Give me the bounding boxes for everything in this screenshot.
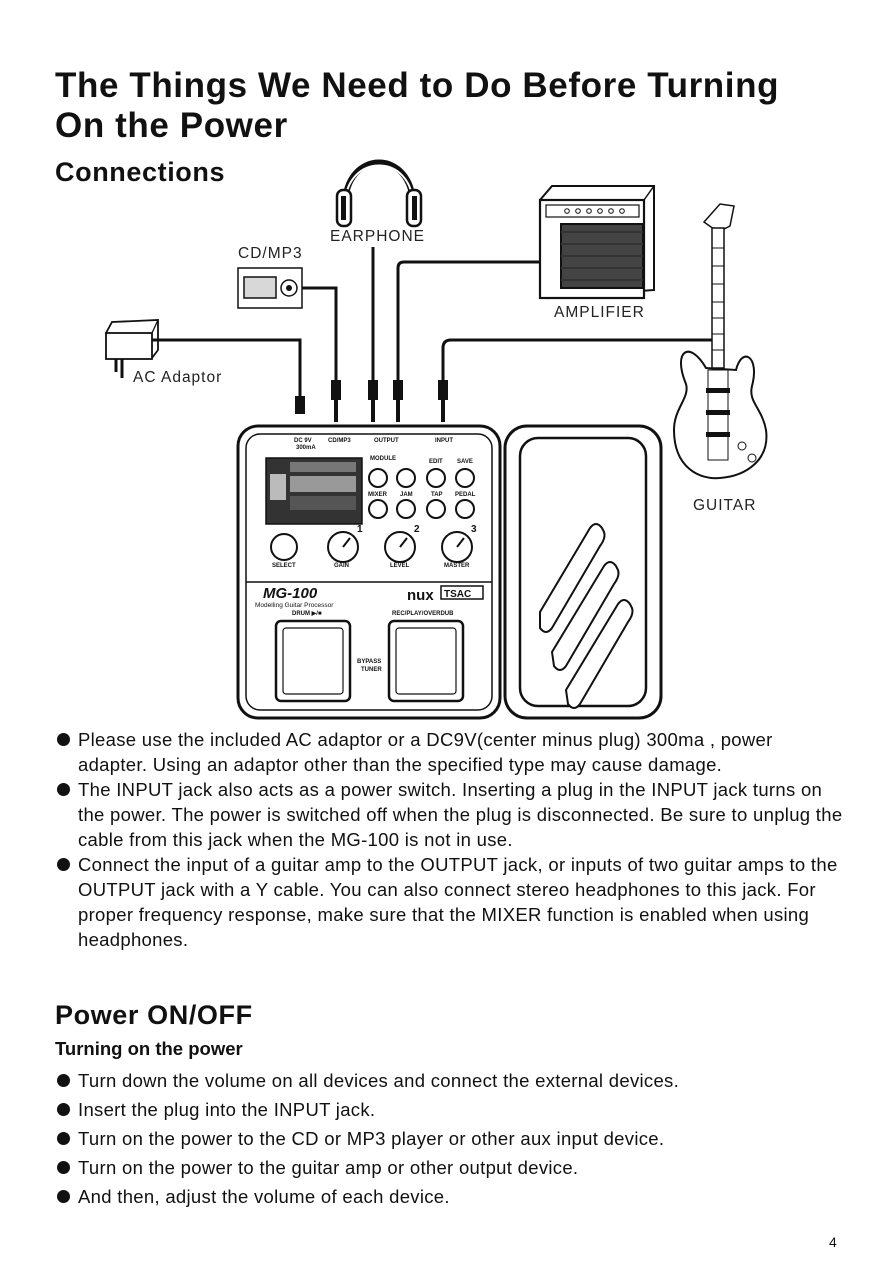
ac-adaptor-icon (104, 319, 159, 378)
list-item: Please use the included AC adaptor or a … (55, 727, 845, 777)
connection-diagram: EARPHONE CD/MP3 AMPLIFIER AC Adaptor (0, 140, 881, 730)
expression-pedal (503, 424, 663, 720)
knob-number-2: 2 (414, 524, 420, 535)
jack-input-label: INPUT (435, 438, 453, 444)
tap-button[interactable] (426, 499, 446, 519)
mixer-button[interactable] (368, 499, 388, 519)
left-footswitch[interactable] (274, 619, 352, 703)
amplifier-label: AMPLIFIER (554, 304, 645, 321)
knob-number-1: 1 (357, 524, 363, 535)
rec-label: REC/PLAY/OVERDUB (392, 611, 454, 617)
page-title: The Things We Need to Do Before Turning … (55, 66, 780, 145)
jack-dc-label: DC 9V (294, 438, 312, 444)
section-heading-power: Power ON/OFF (55, 1000, 253, 1030)
jack-cdmp3-label: CD/MP3 (328, 438, 351, 444)
jam-button[interactable] (396, 499, 416, 519)
bullet-icon (57, 1190, 70, 1203)
bullet-icon (57, 783, 70, 796)
bullet-icon (57, 1103, 70, 1116)
list-item: Turn down the volume on all devices and … (55, 1066, 845, 1095)
list-item: The INPUT jack also acts as a power swit… (55, 777, 845, 852)
bypass-label: BYPASS (357, 659, 381, 665)
section-heading-connections: Connections (55, 157, 226, 187)
bullet-icon (57, 733, 70, 746)
model-subtitle: Modelling Guitar Processor (255, 602, 334, 609)
gain-label: GAIN (334, 563, 349, 569)
model-name: MG-100 (263, 585, 318, 602)
earphone-label: EARPHONE (330, 228, 425, 245)
list-item: Turn on the power to the CD or MP3 playe… (55, 1124, 845, 1153)
list-item: And then, adjust the volume of each devi… (55, 1182, 845, 1211)
knob-number-3: 3 (471, 524, 477, 535)
tuner-label: TUNER (361, 667, 382, 673)
brand-logo: nux (407, 587, 434, 604)
list-item: Connect the input of a guitar amp to the… (55, 852, 845, 952)
edit-button[interactable] (426, 468, 446, 488)
jack-dc-sub-label: 300mA (296, 445, 316, 451)
bullet-icon (57, 1074, 70, 1087)
btn-save-label: SAVE (457, 459, 473, 465)
save-button[interactable] (455, 468, 475, 488)
amplifier-icon (538, 185, 655, 300)
cd-player-icon (237, 267, 303, 309)
list-item: Turn on the power to the guitar amp or o… (55, 1153, 845, 1182)
btn-jam-label: JAM (400, 492, 413, 498)
btn-edit-label: EDIT (429, 459, 443, 465)
guitar-label: GUITAR (693, 497, 756, 514)
guitar-icon (672, 203, 768, 480)
btn-pedal-label: PEDAL (455, 492, 476, 498)
cables (152, 247, 712, 398)
power-steps-list: Turn down the volume on all devices and … (55, 1066, 845, 1211)
btn-tap-label: TAP (431, 492, 443, 498)
jack-output-label: OUTPUT (374, 438, 399, 444)
earphone-icon (335, 159, 423, 228)
right-footswitch[interactable] (387, 619, 465, 703)
cdmp3-label: CD/MP3 (238, 245, 303, 262)
bullet-icon (57, 1132, 70, 1145)
select-label: SELECT (272, 563, 296, 569)
level-label: LEVEL (390, 563, 410, 569)
module-left-button[interactable] (368, 468, 388, 488)
connection-notes-list: Please use the included AC adaptor or a … (55, 727, 845, 952)
page-number: 4 (829, 1234, 837, 1250)
pedal-button[interactable] (455, 499, 475, 519)
mg100-device: DC 9V 300mA CD/MP3 OUTPUT INPUT MODULE E… (236, 424, 502, 720)
drum-label: DRUM ▶/■ (292, 610, 322, 617)
btn-module-label: MODULE (370, 456, 396, 462)
bullet-icon (57, 858, 70, 871)
tsac-logo: TSAC (444, 589, 471, 600)
module-right-button[interactable] (396, 468, 416, 488)
plugs (295, 380, 448, 422)
bullet-icon (57, 1161, 70, 1174)
list-item: Insert the plug into the INPUT jack. (55, 1095, 845, 1124)
subheading-turning-on: Turning on the power (55, 1038, 243, 1059)
btn-mixer-label: MIXER (368, 492, 388, 498)
master-label: MASTER (444, 563, 470, 569)
ac-adaptor-label: AC Adaptor (133, 369, 222, 386)
select-button[interactable] (270, 533, 298, 561)
